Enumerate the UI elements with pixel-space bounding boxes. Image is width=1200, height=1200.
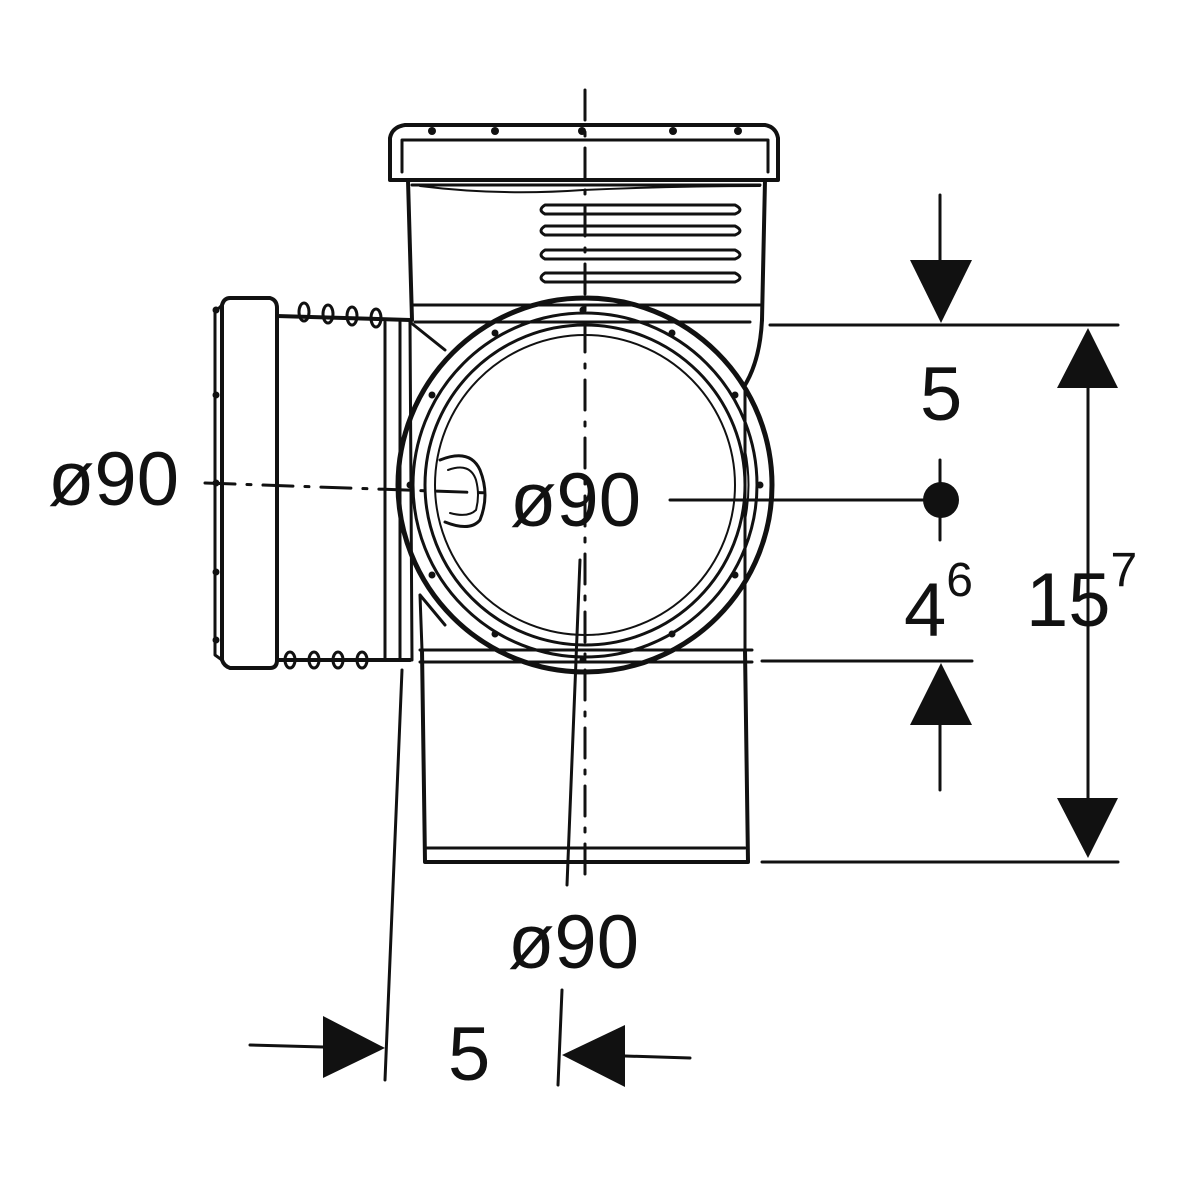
left-ribs-bottom [283,650,369,670]
top-offset-label: 5 [920,352,962,437]
total-height-main: 15 [1026,558,1111,643]
total-height-sup: 7 [1111,544,1138,597]
axis-lines [203,88,942,887]
right-dimension-lines [760,193,1120,864]
total-height-label: 157 [1026,544,1137,643]
bottom-diameter-label: ø90 [508,900,639,985]
left-diameter-label: ø90 [48,437,179,522]
bottom-dimension-lines [248,668,692,1087]
axis-base-label: 46 [904,554,973,653]
bottom-arrow-right [323,1016,385,1078]
arrow-up-marker [910,663,972,725]
arrow-down-marker [910,260,972,323]
center-diameter-label: ø90 [510,458,641,543]
overall-arrow-bottom [1057,798,1118,858]
socket-ribs [539,203,742,284]
top-rim-rivets [428,127,742,135]
dimension-labels: ø90 ø90 ø90 5 46 157 5 [48,352,1137,1097]
bottom-arrow-left [562,1025,625,1087]
axis-base-sup: 6 [946,554,973,607]
left-ribs-top [297,301,383,329]
axis-point-marker [923,482,959,518]
bottom-offset-label: 5 [448,1012,490,1097]
overall-arrow-top [1057,328,1118,388]
ring-rivets [406,306,764,664]
axis-base-main: 4 [904,568,946,653]
top-socket [388,123,780,387]
